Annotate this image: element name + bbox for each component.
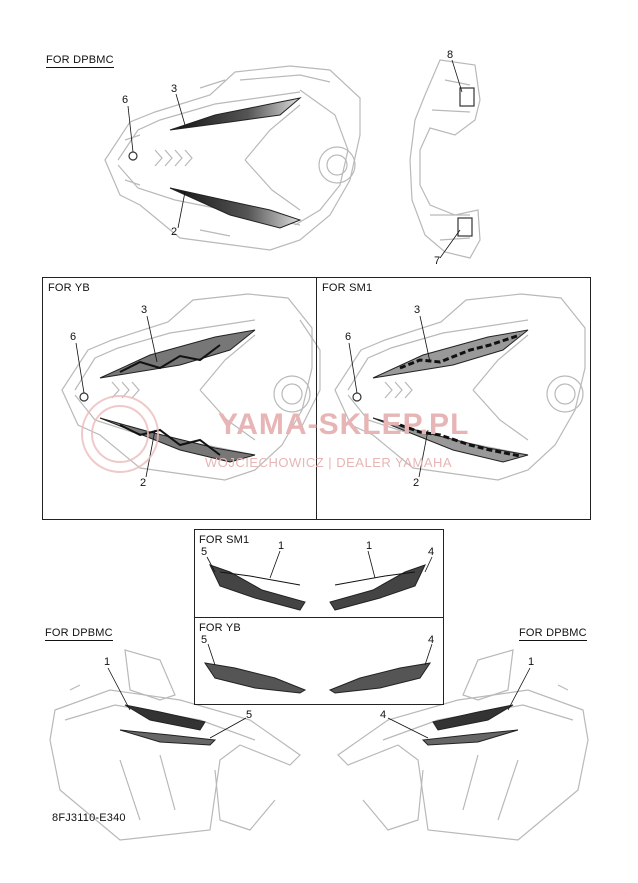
callout-bottom-right-1: 1: [528, 656, 535, 668]
callout-sm1-6: 6: [345, 331, 352, 343]
callout-inset-yb-5: 5: [201, 634, 208, 646]
callout-inset-sm1-1b: 1: [366, 540, 373, 552]
callout-top-6: 6: [122, 94, 129, 106]
callout-top-8: 8: [447, 49, 454, 61]
decal-sm1-right: [329, 564, 426, 611]
label-inset-yb: FOR YB: [199, 622, 241, 634]
decal-3-stripe: [169, 97, 302, 131]
hood-top-view-sm1: [334, 293, 586, 481]
decal-side-left: [124, 704, 206, 731]
decal-side-right: [432, 704, 514, 731]
callout-top-7: 7: [434, 255, 441, 267]
front-side-view: [409, 59, 481, 259]
callout-sm1-2: 2: [413, 477, 420, 489]
callout-yb-3: 3: [141, 304, 148, 316]
label-sm1: FOR SM1: [322, 282, 373, 294]
decal-sm1-left: [209, 564, 306, 611]
side-view-right: [337, 649, 589, 841]
hood-top-view-dpbmc: [104, 65, 361, 251]
label-yb: FOR YB: [48, 282, 90, 294]
watermark-line2: WOJCIECHOWICZ | DEALER YAMAHA: [205, 455, 453, 470]
callout-top-3: 3: [171, 83, 178, 95]
callout-yb-6: 6: [70, 331, 77, 343]
watermark-line1: YAMA-SKLEP.PL: [218, 408, 470, 441]
callout-bottom-right-4: 4: [380, 709, 387, 721]
inset-divider: [194, 617, 444, 618]
label-bottom-right-dpbmc: FOR DPBMC: [519, 627, 587, 641]
callout-inset-sm1-1a: 1: [278, 540, 285, 552]
callout-bottom-left-1: 1: [104, 656, 111, 668]
callout-inset-sm1-4: 4: [428, 546, 435, 558]
label-bottom-left-dpbmc: FOR DPBMC: [45, 627, 113, 641]
decal-yb-right: [328, 662, 432, 694]
panel-divider: [316, 277, 317, 520]
label-top-dpbmc: FOR DPBMC: [46, 54, 114, 68]
callout-inset-yb-4: 4: [428, 634, 435, 646]
callout-top-2: 2: [171, 226, 178, 238]
decal-yb-upper: [99, 329, 256, 379]
callout-sm1-3: 3: [414, 304, 421, 316]
callout-inset-sm1-5: 5: [201, 546, 208, 558]
decal-side-left-stripe: [119, 729, 217, 746]
decal-sm1-upper: [372, 329, 529, 379]
callout-yb-2: 2: [140, 477, 147, 489]
watermark-emblem: [81, 395, 159, 473]
figure-code: 8FJ3110-E340: [52, 812, 126, 824]
decal-side-right-stripe: [421, 729, 519, 746]
callout-bottom-left-5: 5: [246, 709, 253, 721]
decal-2-stripe: [169, 187, 302, 229]
label-inset-sm1: FOR SM1: [199, 534, 250, 546]
side-view-left: [49, 649, 301, 841]
decal-yb-left: [203, 662, 307, 694]
